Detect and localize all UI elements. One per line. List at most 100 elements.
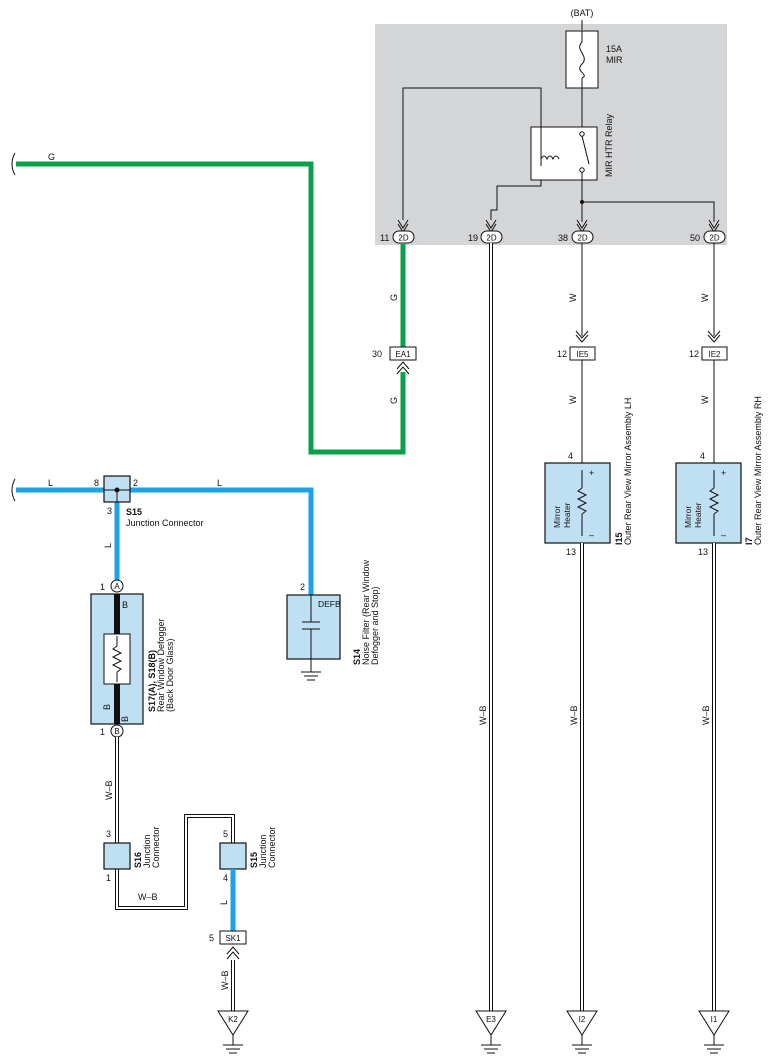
pin-s15b-4: 4 — [223, 873, 228, 883]
s15-bottom-code: S15 — [249, 852, 259, 868]
wire-color-w-4: W — [700, 395, 710, 404]
mirror-lh-plus: + — [589, 468, 594, 478]
pin-4-rh: 4 — [700, 451, 705, 461]
arrow-ie5 — [575, 330, 589, 343]
connector-2d-19: 2D — [480, 230, 503, 244]
mirror-lh-name: Outer Rear View Mirror Assembly LH — [623, 398, 633, 545]
mirror-rh-label1: Mirror — [683, 506, 693, 528]
defogger-wire-b-2: B — [102, 704, 112, 710]
pin-13-rh: 13 — [698, 547, 708, 557]
defogger-wire-b-1: B — [122, 600, 128, 610]
ground-k2 — [217, 1010, 249, 1054]
pin-19: 19 — [468, 233, 478, 243]
mirror-heater-lh — [544, 462, 611, 544]
pin-s15b-5: 5 — [223, 829, 228, 839]
s16-line1: Junction — [142, 834, 152, 868]
fuse-15a-mir — [565, 30, 599, 89]
wire-color-wb-4: W–B — [104, 780, 114, 800]
connector-sk1 — [219, 930, 247, 945]
svg-text:2D: 2D — [486, 234, 496, 243]
pin-s15-2: 2 — [133, 478, 138, 488]
connector-2d-38: 2D — [571, 230, 594, 244]
pin-38: 38 — [558, 233, 568, 243]
connector-2d-11: 2D — [392, 230, 415, 244]
svg-text:A: A — [114, 582, 120, 591]
ground-e3 — [475, 1010, 507, 1054]
pin-13-lh: 13 — [566, 547, 576, 557]
svg-text:IE2: IE2 — [708, 350, 721, 359]
wire-color-l-1: L — [48, 478, 53, 488]
relay-mir-htr — [530, 126, 598, 181]
pin-defogger-1a: 1 — [100, 582, 105, 592]
junction-s16 — [103, 842, 131, 870]
relay-label: MIR HTR Relay — [604, 113, 614, 177]
wire-color-l-3: L — [103, 543, 113, 548]
mirror-rh-minus: – — [721, 530, 726, 540]
svg-text:2D: 2D — [398, 234, 408, 243]
wire-green — [16, 161, 406, 455]
ground-i2 — [566, 1010, 598, 1054]
defogger-code: S17(A), S18(B) — [147, 650, 157, 712]
ground-i1 — [698, 1010, 730, 1054]
pin-50: 50 — [690, 233, 700, 243]
mirror-rh-label2: Heater — [693, 502, 703, 528]
noise-filter-line1: Noise Filter (Rear Window — [361, 559, 371, 665]
svg-text:IE5: IE5 — [576, 350, 589, 359]
s15-bottom-line1: Junction — [258, 834, 268, 868]
wire-color-l-4: L — [219, 900, 229, 905]
svg-text:2D: 2D — [577, 234, 587, 243]
defogger-wire-b-3: B — [120, 716, 130, 722]
mirror-lh-label2: Heater — [562, 502, 572, 528]
connector-ea1 — [389, 346, 417, 361]
wire-color-g-3: G — [389, 397, 399, 404]
bat-label: (BAT) — [571, 8, 594, 18]
wire-blue-main — [16, 487, 314, 595]
wire-color-wb-5: W–B — [138, 892, 158, 902]
wire-color-wb-2: W–B — [569, 705, 579, 725]
defogger-pin-a — [110, 579, 124, 593]
wire-color-wb-6: W–B — [220, 970, 230, 990]
mirror-heater-rh — [675, 462, 742, 544]
pin-s14-2: 2 — [300, 582, 305, 592]
wire-color-w-3: W — [568, 395, 578, 404]
mirror-lh-code: I15 — [614, 532, 624, 545]
pin-4-lh: 4 — [568, 451, 573, 461]
fuse-name: MIR — [606, 55, 623, 65]
wire-color-wb-3: W–B — [701, 705, 711, 725]
s15-top-name: Junction Connector — [126, 518, 204, 528]
s16-code: S16 — [133, 852, 143, 868]
svg-text:B: B — [114, 727, 119, 736]
mirror-rh-code: I7 — [744, 537, 754, 545]
wire-wb-defogger — [115, 737, 235, 910]
ground-e3-label: E3 — [486, 1015, 496, 1024]
wire-color-w-2: W — [700, 293, 710, 302]
wire-color-l-2: L — [217, 478, 222, 488]
svg-text:2D: 2D — [709, 234, 719, 243]
wire-color-wb-1: W–B — [478, 705, 488, 725]
s15-top-code: S15 — [126, 507, 142, 517]
wire-color-g-2: G — [389, 294, 399, 301]
pin-12-ie2: 12 — [689, 349, 699, 359]
wire-color-w-1: W — [568, 293, 578, 302]
svg-text:EA1: EA1 — [395, 350, 411, 359]
pin-s16-3: 3 — [106, 829, 111, 839]
arrow-ea1 — [396, 361, 410, 375]
arrow-sk1 — [226, 946, 240, 960]
ground-i2-label: I2 — [579, 1015, 586, 1024]
noise-filter-code: S14 — [352, 649, 362, 665]
noise-filter-label: DEFB — [318, 599, 341, 609]
rear-window-defogger — [90, 593, 144, 725]
pin-s16-1: 1 — [106, 873, 111, 883]
junction-s15-bottom — [219, 842, 247, 870]
s16-line2: Connector — [151, 826, 161, 868]
pin-s15-8: 8 — [94, 478, 99, 488]
pin-s15-3: 3 — [107, 506, 112, 516]
s15-bottom-line2: Connector — [267, 826, 277, 868]
mirror-rh-name: Outer Rear View Mirror Assembly RH — [753, 396, 763, 545]
defogger-line1: Rear Window Defogger — [156, 618, 166, 712]
mirror-lh-minus: – — [589, 530, 594, 540]
pin-12-ie5: 12 — [557, 349, 567, 359]
connector-2d-50: 2D — [703, 230, 726, 244]
mirror-lh-label1: Mirror — [552, 506, 562, 528]
arrow-ie2 — [707, 330, 721, 343]
